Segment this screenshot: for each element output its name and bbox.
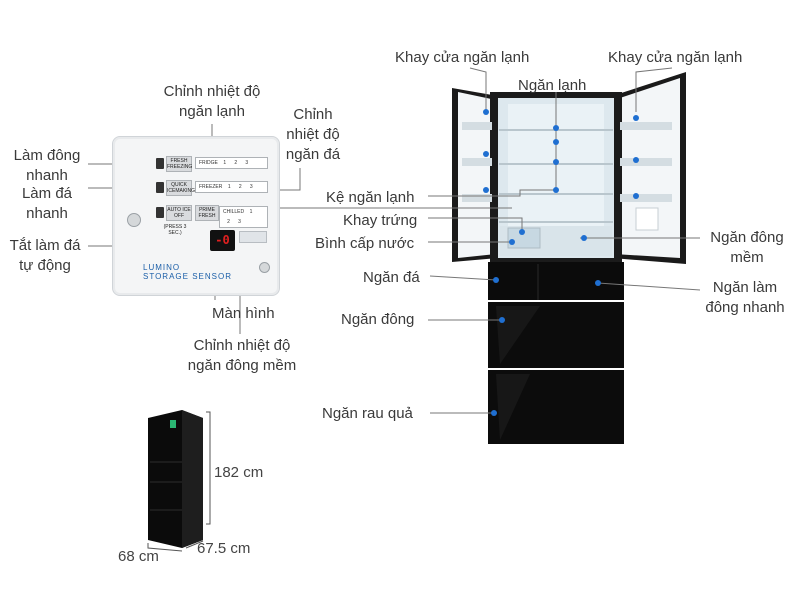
fridge-main [452,72,686,444]
brand-line-1: LUMINO [143,263,181,272]
brand-line-2: STORAGE SENSOR [143,272,232,281]
label-khay-trung: Khay trứng [343,212,418,229]
label-chinh-nhiet-do-ngan-lanh-line2: ngăn lạnh [179,103,245,120]
label-khay-cua-phai: Khay cửa ngăn lạnh [608,49,743,66]
dimension-lines [147,411,211,552]
display-glow [239,231,267,243]
label-ngan-lanh: Ngăn lạnh [518,77,587,94]
sensor-icon [127,213,141,227]
fridge-label: FRIDGE [199,160,218,166]
quick-ice-tag: QUICK ICEMAKING [166,180,196,196]
dimension-width: 68 cm [118,548,159,565]
label-ngan-dong-mem-line2: mềm [730,249,764,266]
label-ngan-lam-dong-nhanh: Ngăn làm đông nhanh [697,278,793,318]
freezer-level-3: 3 [249,184,253,190]
label-ngan-dong-mem-line1: Ngăn đông [710,229,784,246]
label-ngan-lam-dong-nhanh-line1: Ngăn làm [712,279,778,296]
display-screen: -0 [210,230,235,251]
label-ngan-rau-qua: Ngăn rau quả [322,405,413,422]
label-chinh-nhiet-do-ngan-da: Chỉnh nhiệt độ ngăn đá [278,105,348,165]
label-binh-cap-nuoc: Bình cấp nước [315,235,415,252]
fridge-temp-control[interactable]: FRIDGE 1 2 3 [195,157,268,169]
label-chinh-nhiet-do-ngan-da-line1: Chỉnh [293,106,333,123]
chilled-label: CHILLED [223,209,245,215]
label-ke-ngan-lanh: Kệ ngăn lạnh [326,189,415,206]
auto-ice-off-tag: AUTO ICE OFF [166,205,192,221]
press-hint: (PRESS 3 SEC.) [157,223,193,237]
auto-ice-off-button[interactable] [156,207,164,218]
label-lam-da-nhanh: Làm đá nhanh [4,184,90,224]
label-chinh-nhiet-do-dong-mem-line2: ngăn đông mềm [187,357,297,374]
label-ngan-dong: Ngăn đông [341,311,415,328]
label-ngan-da: Ngăn đá [363,269,420,286]
freezer-temp-control[interactable]: FREEZER 1 2 3 [195,181,268,193]
label-tat-lam-da-line1: Tắt làm đá [9,237,81,254]
chilled-level-2: 2 [227,219,230,225]
label-lam-dong-nhanh-line1: Làm đông [13,147,81,164]
freezer-level-1: 1 [227,184,231,190]
brand-logo: LUMINO STORAGE SENSOR [143,263,232,281]
fresh-freezing-tag: FRESH FREEZING [166,156,193,172]
screw-icon [259,262,270,273]
chilled-level-1: 1 [249,209,253,215]
label-lam-da-nhanh-line2: nhanh [26,205,68,222]
callout-dots [483,109,639,416]
label-man-hinh: Màn hình [212,305,275,322]
label-khay-cua-trai: Khay cửa ngăn lạnh [395,49,530,66]
freezer-level-2: 2 [238,184,242,190]
label-lam-dong-nhanh: Làm đông nhanh [4,146,90,186]
fridge-thumbnail [148,410,203,548]
fresh-freezing-button[interactable] [156,158,164,169]
label-lam-da-nhanh-line1: Làm đá [21,185,73,202]
fridge-level-3: 3 [245,160,249,166]
freezer-label: FREEZER [199,184,223,190]
label-tat-lam-da: Tắt làm đá tự động [0,236,90,276]
label-ngan-lam-dong-nhanh-line2: đông nhanh [705,299,785,316]
label-chinh-nhiet-do-ngan-lanh-line1: Chỉnh nhiệt độ [163,83,261,100]
label-chinh-nhiet-do-dong-mem-line1: Chỉnh nhiệt độ [193,337,291,354]
label-chinh-nhiet-do-ngan-da-line2: nhiệt độ [286,126,340,143]
label-lam-dong-nhanh-line2: nhanh [26,167,68,184]
label-tat-lam-da-line2: tự động [19,257,71,274]
label-chinh-nhiet-do-ngan-da-line3: ngăn đá [285,146,341,163]
quick-ice-button[interactable] [156,182,164,193]
dimension-height: 182 cm [214,464,264,481]
label-chinh-nhiet-do-dong-mem: Chỉnh nhiệt độ ngăn đông mềm [176,336,308,376]
fridge-level-2: 2 [234,160,238,166]
prime-fresh-tag[interactable]: PRIME FRESH [195,205,219,221]
label-ngan-dong-mem: Ngăn đông mềm [703,228,791,268]
label-chinh-nhiet-do-ngan-lanh: Chỉnh nhiệt độ ngăn lạnh [150,82,274,122]
fridge-level-1: 1 [223,160,227,166]
dimension-depth: 67.5 cm [197,540,251,557]
control-panel: FRESH FREEZING QUICK ICEMAKING AUTO ICE … [112,136,280,296]
chilled-temp-control[interactable]: CHILLED 1 2 3 [219,206,268,228]
chilled-level-3: 3 [238,219,241,225]
